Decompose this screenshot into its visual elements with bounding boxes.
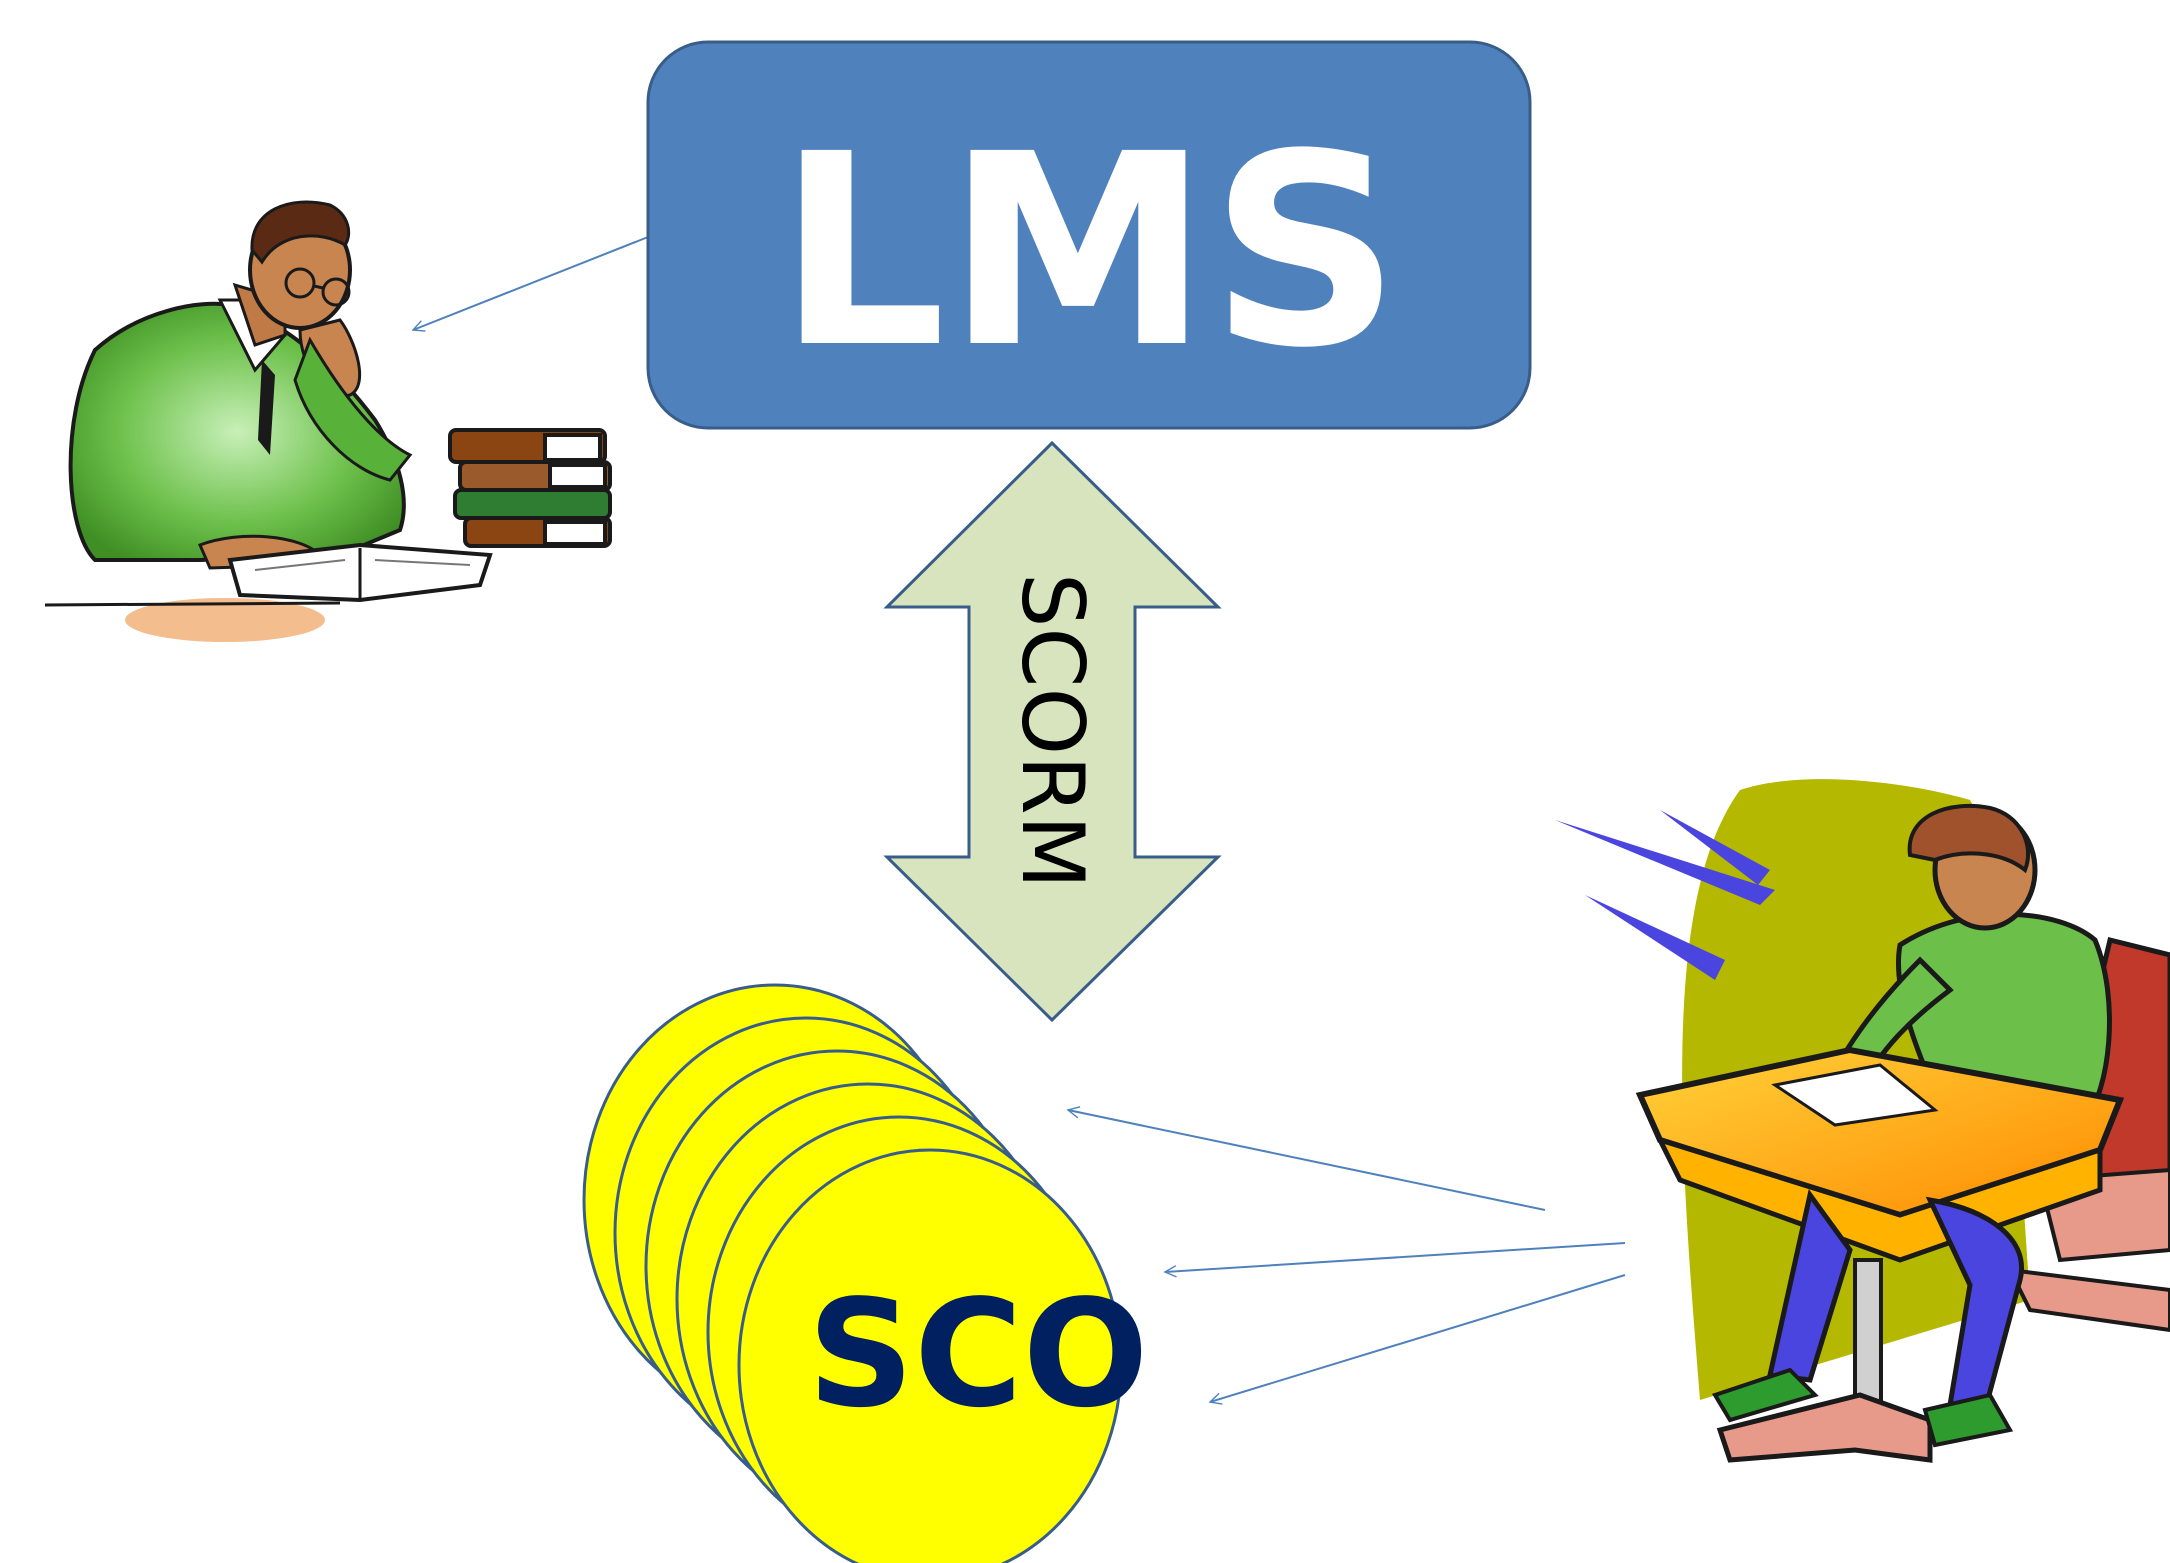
scorm-label: SCORM — [1002, 573, 1102, 889]
lms-node: LMS — [646, 40, 1532, 430]
lms-box — [646, 40, 1532, 430]
scorm-arrow: SCORM — [883, 440, 1222, 1023]
connector-student-to-sco-1 — [1068, 1110, 1546, 1211]
sco-circle — [737, 1148, 1123, 1563]
sco-stack — [582, 983, 1123, 1563]
connector-lms-to-teacher — [413, 236, 649, 330]
lms-label: LMS — [777, 98, 1400, 406]
student-writing-icon — [1555, 779, 2170, 1463]
sco-label: SCO — [807, 1268, 1148, 1440]
connector-student-to-sco-3 — [1210, 1274, 1626, 1402]
scorm-double-arrow — [883, 440, 1222, 1023]
teacher-reading-icon — [44, 200, 612, 642]
connector-student-to-sco-2 — [1165, 1242, 1626, 1272]
